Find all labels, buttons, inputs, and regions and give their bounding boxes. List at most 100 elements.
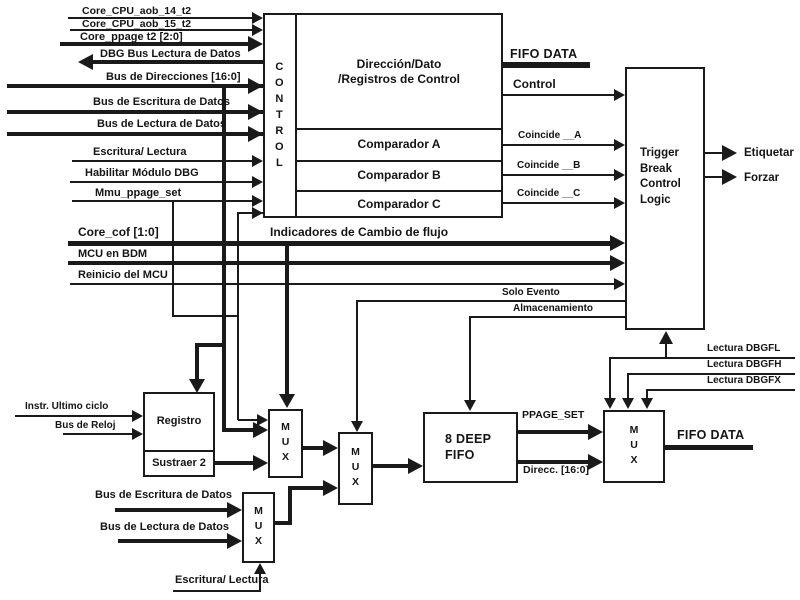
arrowhead <box>614 197 625 209</box>
arrowhead-down <box>351 421 363 432</box>
arrowhead <box>252 24 263 36</box>
label-solo-evento: Solo Evento <box>502 287 560 298</box>
arrowhead <box>614 278 625 290</box>
wire-fifo-data-top <box>503 62 590 68</box>
wire-coincide-a <box>503 144 615 146</box>
arrowhead <box>132 410 143 422</box>
tap-bus-direcciones-down <box>222 84 226 432</box>
registro-label: Registro <box>156 415 202 427</box>
arrowhead-down <box>189 379 205 393</box>
mux3-label: MUX <box>628 424 640 469</box>
wire-sustraer-out <box>215 461 253 465</box>
arrowhead <box>610 255 625 271</box>
label-coincide-a: Coincide __A <box>518 130 582 141</box>
arrowhead <box>252 176 263 188</box>
arrowhead <box>408 458 423 474</box>
control-vertical-label: CONTROL <box>273 61 286 173</box>
trigger-block-label: Trigger Break Control Logic <box>640 147 681 206</box>
label-bus-reloj: Bus de Reloj <box>55 420 116 431</box>
arrowhead-down <box>464 400 476 411</box>
wire-core-cpu-aob-14 <box>68 17 256 19</box>
wire-bus-lectura-top <box>7 132 263 136</box>
wire-escritura-lectura-btm <box>173 590 261 592</box>
control-block-vertical-divider <box>295 15 297 216</box>
arrowhead-down <box>279 394 295 408</box>
control-block-divider-b <box>297 160 501 162</box>
branch-to-registro-v <box>195 343 199 380</box>
label-lectura-dbgfx: Lectura DBGFX <box>707 375 781 386</box>
label-escritura-lectura-btm: Escritura/ Lectura <box>175 574 269 586</box>
label-bus-direcciones: Bus de Direcciones [16:0] <box>106 71 241 83</box>
registro-divider <box>145 450 213 452</box>
wire-reinicio-mcu <box>70 283 614 285</box>
mux4-label: MUX <box>252 505 265 550</box>
drop-solo-evento <box>356 300 358 422</box>
wire-reinicio-to-control <box>238 212 263 214</box>
wire-bus-escritura-top <box>7 110 263 114</box>
wire-escritura-lectura-up <box>259 573 261 592</box>
comparador-a-label: Comparador A <box>357 137 441 151</box>
wire-mmu-to-mux1 <box>238 419 258 421</box>
drop-dbgfh <box>627 373 629 399</box>
tap-mmu-jog <box>172 315 239 317</box>
wire-fifo-data-btm <box>665 445 753 450</box>
wire-mux4-out-v <box>288 486 292 525</box>
wire-bus-direcciones <box>7 84 263 88</box>
label-reinicio-mcu: Reinicio del MCU <box>78 269 168 281</box>
label-fifo-data-top: FIFO DATA <box>510 47 578 61</box>
drop-dbgfx <box>646 389 648 399</box>
arrowhead <box>248 104 263 120</box>
label-ppage-set: PPAGE_SET <box>522 409 585 421</box>
label-lectura-dbgfh: Lectura DBGFH <box>707 359 782 370</box>
arrowhead <box>588 454 603 470</box>
arrowhead <box>248 78 263 94</box>
wire-instr-ultimo <box>15 415 135 417</box>
arrowhead <box>614 169 625 181</box>
label-core-cpu-aob-14: Core_CPU_aob_14_t2 <box>82 5 192 17</box>
label-coincide-c: Coincide __C <box>517 188 581 199</box>
label-etiquetar: Etiquetar <box>744 147 794 159</box>
label-escritura-lectura-top: Escritura/ Lectura <box>93 146 187 158</box>
control-block-divider-c <box>297 190 501 192</box>
arrowhead <box>253 422 268 438</box>
wire-forzar <box>705 176 725 178</box>
mux1-label: MUX <box>279 421 292 466</box>
sustraer-label: Sustraer 2 <box>152 457 206 469</box>
arrowhead <box>132 428 143 440</box>
fifo-block: 8 DEEP FIFO <box>423 412 518 483</box>
tap-mmu-down <box>172 200 174 317</box>
arrowhead-down <box>641 398 653 409</box>
branch-to-registro-h <box>195 343 226 347</box>
label-bus-escritura-top: Bus de Escritura de Datos <box>93 96 230 108</box>
wire-lectura-dbgfh <box>628 373 795 375</box>
wire-mux4-out-h2 <box>288 486 323 490</box>
label-lectura-dbgfl: Lectura DBGFL <box>707 343 781 354</box>
label-core-ppage: Core_ppage t2 [2:0] <box>80 31 183 43</box>
arrowhead <box>722 169 737 185</box>
arrowhead <box>614 89 625 101</box>
arrowhead <box>248 126 263 142</box>
wire-direcciones-to-mux1 <box>222 428 253 432</box>
wire-bus-reloj <box>63 433 135 435</box>
wire-core-cof <box>68 241 610 246</box>
arrowhead <box>227 502 242 518</box>
arrowhead <box>722 145 737 161</box>
wire-etiquetar <box>705 152 725 154</box>
mux2-label: MUX <box>349 446 362 491</box>
arrowhead-down <box>604 398 616 409</box>
arrowhead <box>614 139 625 151</box>
arrowhead <box>227 533 242 549</box>
wire-dbg-bus-lectura-out <box>90 60 263 64</box>
arrowhead-up <box>659 331 673 344</box>
control-block: CONTROL Dirección/Dato /Registros de Con… <box>263 13 503 218</box>
comparador-b-label: Comparador B <box>357 168 441 182</box>
wire-solo-evento <box>356 300 625 302</box>
control-block-divider-a <box>297 128 501 130</box>
wire-direcc <box>518 460 588 464</box>
registro-block: Registro Sustraer 2 <box>143 392 215 477</box>
arrowhead <box>248 36 263 52</box>
label-instr-ultimo: Instr. Ultimo ciclo <box>25 401 109 412</box>
arrowhead <box>323 440 338 456</box>
label-coincide-b: Coincide __B <box>517 160 581 171</box>
